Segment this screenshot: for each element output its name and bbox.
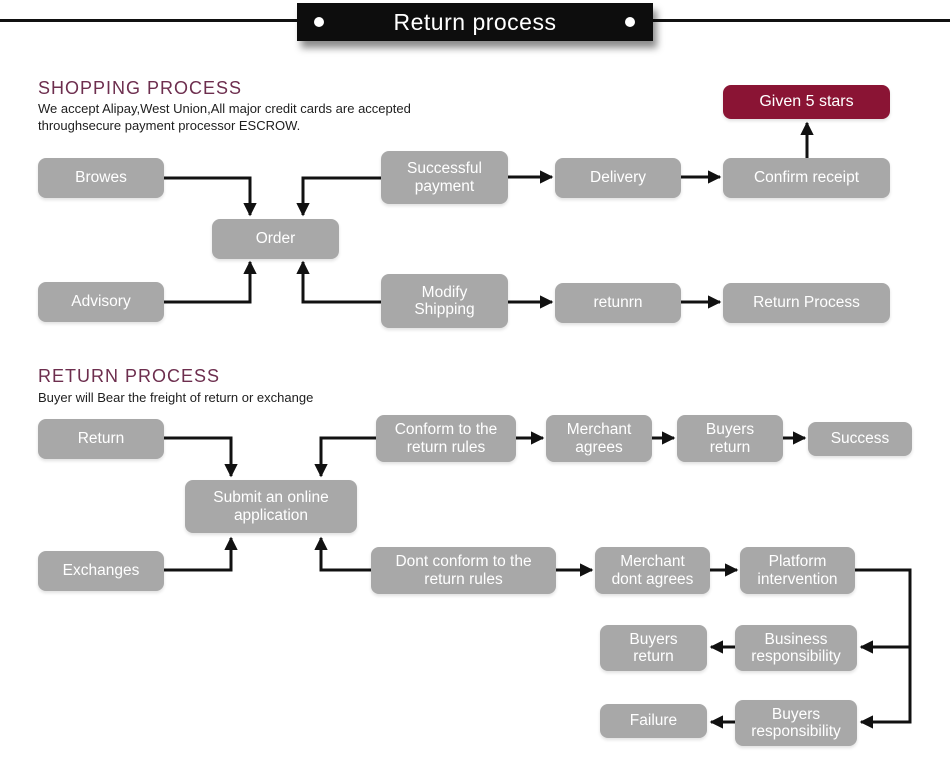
node-return: Return <box>38 419 164 459</box>
node-buyers-return: Buyers return <box>677 415 783 462</box>
node-retunrn: retunrn <box>555 283 681 323</box>
arrow-dont-conform-to-submit <box>314 536 371 572</box>
return-process-heading: RETURN PROCESS <box>38 366 221 386</box>
node-merchant-agrees: Merchant agrees <box>546 415 652 462</box>
node-successful-payment: Successful payment <box>381 151 508 204</box>
arrow-advisory-to-order <box>164 260 257 304</box>
node-buyers-return-2: Buyers return <box>600 625 707 671</box>
arrow-modify-shipping-to-order <box>296 260 381 304</box>
arrow-exchanges-to-submit <box>164 536 238 572</box>
node-exchanges: Exchanges <box>38 551 164 591</box>
return-process-subtitle: Buyer will Bear the freight of return or… <box>38 390 314 405</box>
banner-dot-right-icon <box>625 17 635 27</box>
arrow-return-to-submit <box>164 436 238 478</box>
node-advisory: Advisory <box>38 282 164 322</box>
shopping-process-heading: SHOPPING PROCESS <box>38 78 243 98</box>
node-failure: Failure <box>600 704 707 738</box>
node-confirm-receipt: Confirm receipt <box>723 158 890 198</box>
node-buyers-responsibility: Buyers responsibility <box>735 700 857 746</box>
arrow-conform-rules-to-submit <box>314 436 376 478</box>
node-conform-to-return-rules: Conform to the return rules <box>376 415 516 462</box>
node-modify-shipping: Modify Shipping <box>381 274 508 328</box>
banner-line-right <box>653 19 950 22</box>
node-return-process: Return Process <box>723 283 890 323</box>
banner-line-left <box>0 19 297 22</box>
node-given-5-stars: Given 5 stars <box>723 85 890 119</box>
node-delivery: Delivery <box>555 158 681 198</box>
shopping-process-subtitle: We accept Alipay,West Union,All major cr… <box>38 101 411 133</box>
title-banner: Return process <box>297 3 653 41</box>
node-order: Order <box>212 219 339 259</box>
arrow-successful-payment-to-order <box>296 176 381 217</box>
node-business-responsibility: Business responsibility <box>735 625 857 671</box>
node-merchant-dont-agrees: Merchant dont agrees <box>595 547 710 594</box>
node-submit-online-application: Submit an online application <box>185 480 357 533</box>
node-dont-conform-to-return-rules: Dont conform to the return rules <box>371 547 556 594</box>
banner-dot-left-icon <box>314 17 324 27</box>
arrow-browes-to-order <box>164 176 257 217</box>
node-browes: Browes <box>38 158 164 198</box>
node-platform-intervention: Platform intervention <box>740 547 855 594</box>
page-title: Return process <box>393 8 557 35</box>
node-success: Success <box>808 422 912 456</box>
